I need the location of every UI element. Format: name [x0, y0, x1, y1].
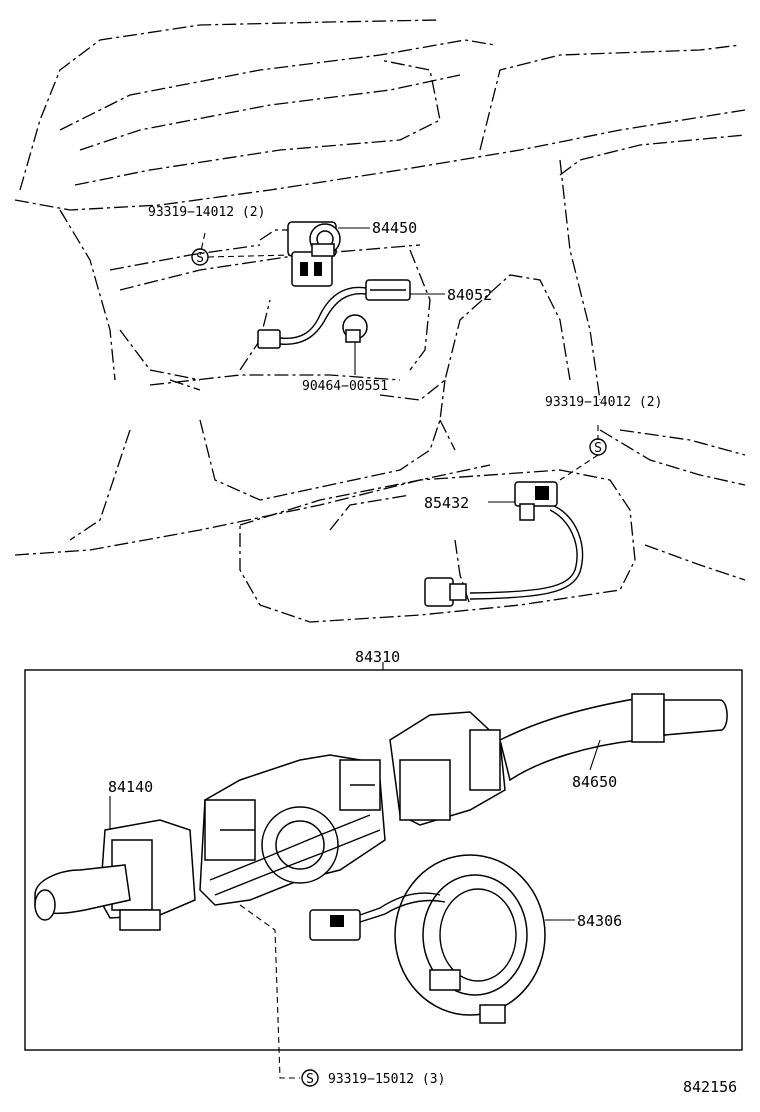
switch-body-housing[interactable]: [199, 754, 386, 906]
part-label-84450: 84450: [372, 219, 417, 237]
screw-label-s2: 93319−14012 (2): [545, 395, 662, 410]
wire-harness-84052[interactable]: [257, 279, 411, 349]
turn-signal-switch-84140[interactable]: [34, 819, 196, 931]
switch-85432[interactable]: [424, 481, 584, 607]
assembly-frame-84310: [24, 662, 743, 1051]
screw-symbol-s3: S: [301, 1069, 319, 1087]
screw-label-s3: 93319−15012 (3): [328, 1072, 445, 1087]
screw-symbol-s1: S: [191, 248, 209, 266]
assembly-label-84310: 84310: [355, 648, 400, 666]
ignition-switch-84450[interactable]: [287, 221, 341, 287]
svg-text:S: S: [594, 441, 602, 456]
svg-text:S: S: [306, 1072, 314, 1087]
dashboard-outline: [14, 19, 746, 623]
screw-label-s1: 93319−14012 (2): [148, 205, 265, 220]
bulb-90464-00551[interactable]: [342, 314, 368, 343]
leader-lines: [109, 227, 601, 1079]
part-label-84052: 84052: [447, 286, 492, 304]
wiper-switch-84650[interactable]: [389, 693, 728, 826]
part-label-85432: 85432: [424, 494, 469, 512]
part-label-84650: 84650: [572, 773, 617, 791]
part-label-90464-00551: 90464−00551: [302, 379, 388, 394]
svg-text:S: S: [196, 251, 204, 266]
spiral-cable-84306[interactable]: [309, 854, 546, 1024]
part-label-84140: 84140: [108, 778, 153, 796]
figure-number: 842156: [683, 1078, 737, 1096]
screw-symbol-s2: S: [589, 438, 607, 456]
part-label-84306: 84306: [577, 912, 622, 930]
